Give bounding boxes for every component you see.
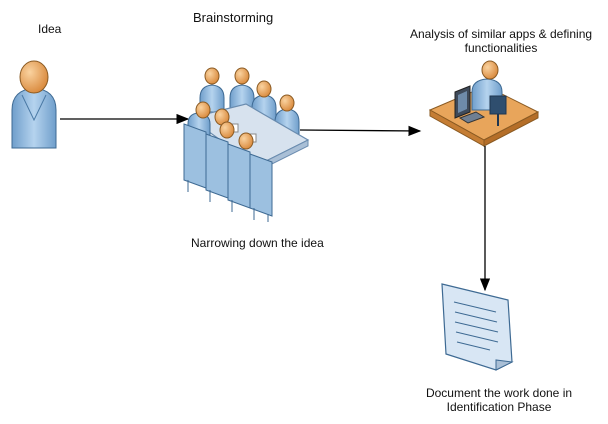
arrow-brainstorming-to-analysis	[299, 125, 422, 137]
analysis-label: Analysis of similar apps & defining func…	[409, 27, 593, 55]
meeting-table-icon	[183, 67, 310, 222]
document-icon	[441, 283, 514, 371]
person-icon	[11, 60, 57, 149]
narrowing-label: Narrowing down the idea	[191, 236, 324, 250]
document-label: Document the work done in Identification…	[425, 386, 573, 414]
brainstorming-label: Brainstorming	[193, 10, 274, 25]
idea-label: Idea	[38, 22, 62, 36]
computer-desk-icon	[428, 60, 540, 147]
